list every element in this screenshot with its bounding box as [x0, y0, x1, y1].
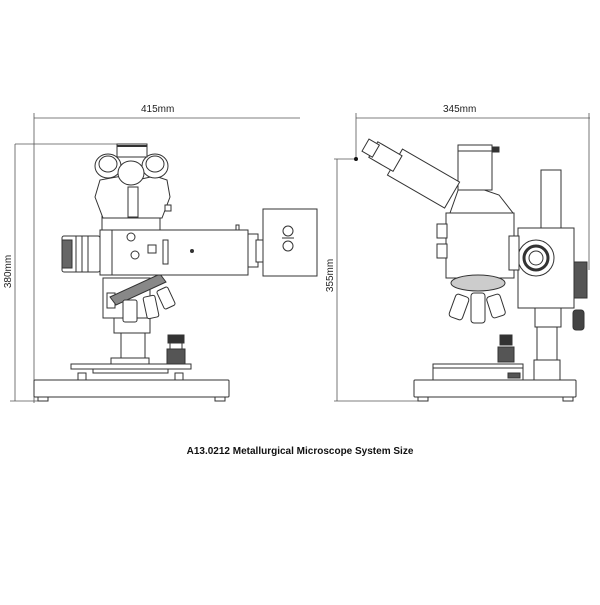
front-width-dimension: [34, 113, 300, 403]
front-view-microscope: [34, 144, 317, 401]
side-height-label: 355mm: [325, 258, 337, 293]
front-width-label: 415mm: [141, 104, 175, 115]
figure-caption: A13.0212 Metallurgical Microscope System…: [186, 446, 414, 457]
side-view-microscope: [358, 132, 587, 401]
dimension-dot: [354, 157, 358, 161]
side-width-dimension: [356, 113, 590, 270]
side-height-dimension: [334, 159, 420, 401]
side-width-label: 345mm: [443, 104, 477, 115]
front-height-label: 380mm: [3, 254, 15, 289]
